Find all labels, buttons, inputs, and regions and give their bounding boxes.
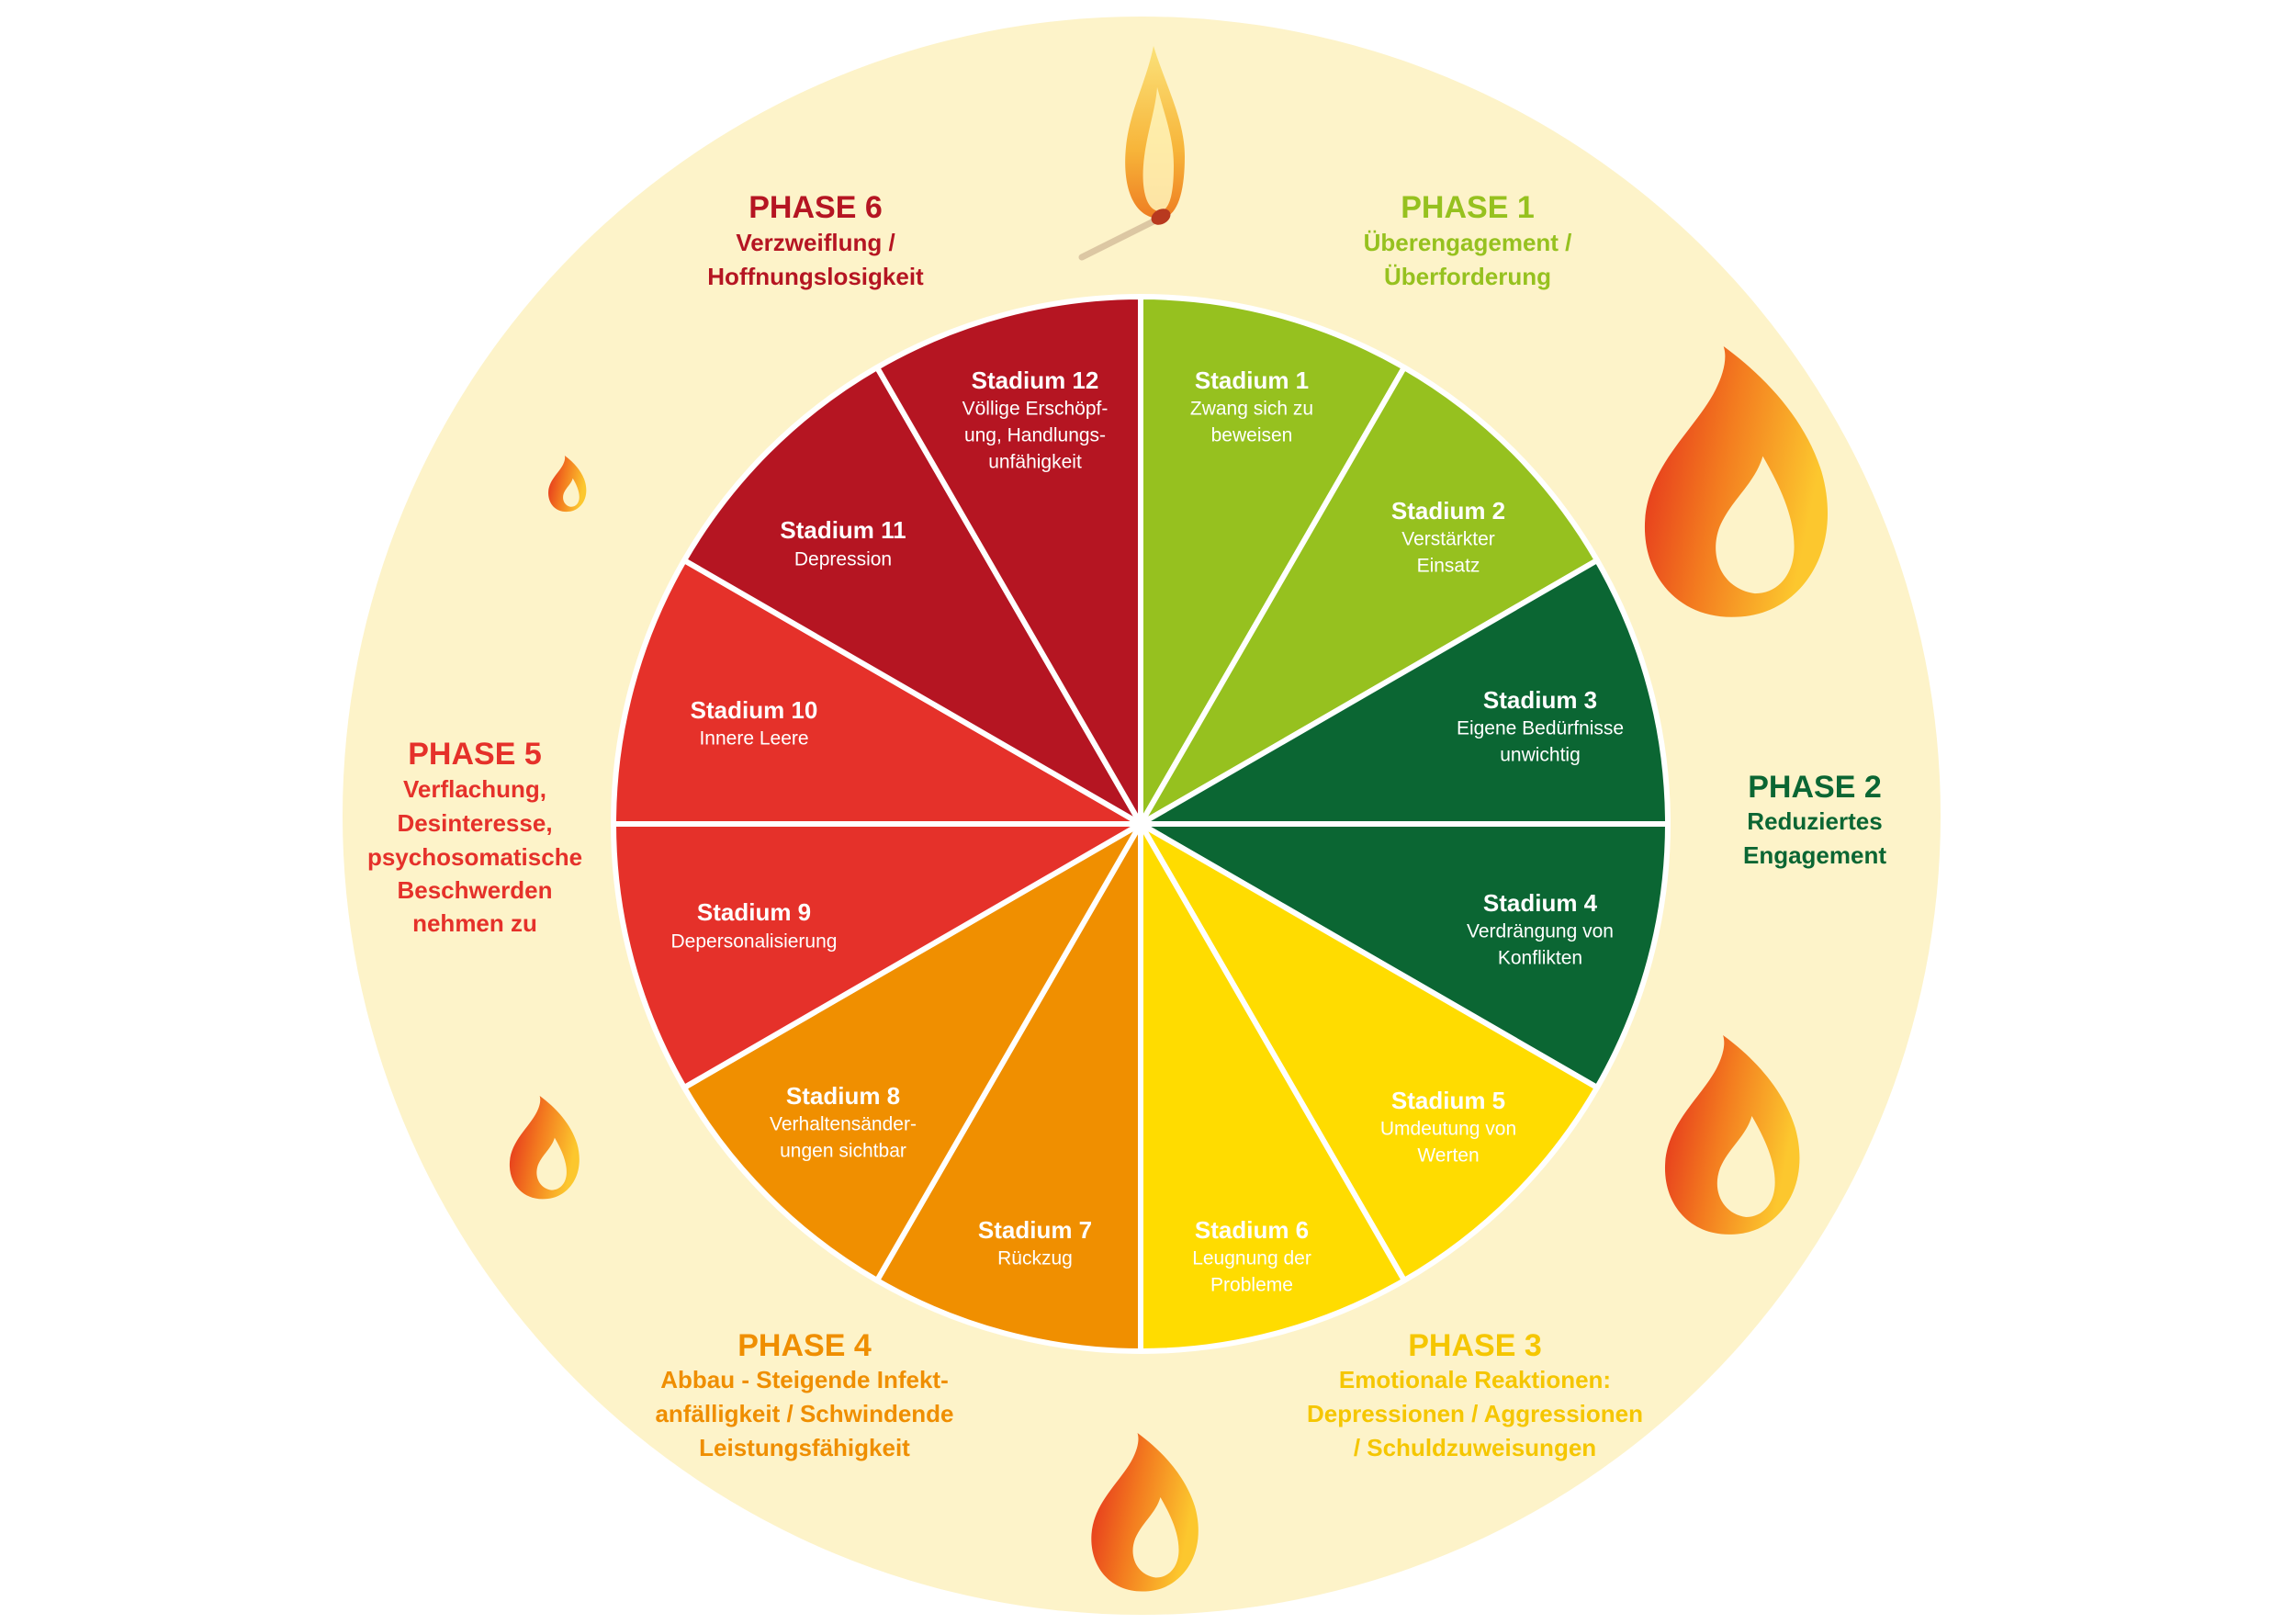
phase-5-description: Beschwerden	[397, 876, 552, 904]
stadium-4-title: Stadium 4	[1483, 889, 1598, 917]
phase-2-description: Engagement	[1743, 841, 1886, 869]
phase-4-label: PHASE 4 Abbau - Steigende Infekt- anfäll…	[655, 1328, 953, 1461]
phase-1-description: Überforderung	[1384, 263, 1551, 290]
stadium-11-description: Depression	[794, 549, 892, 570]
stadium-6-title: Stadium 6	[1195, 1216, 1309, 1244]
stadium-labels: Stadium 1 Zwang sich zu beweisen Stadium…	[671, 367, 1625, 1296]
stadium-6-slice	[1138, 821, 1407, 1354]
stadium-6-description: Probleme	[1210, 1275, 1293, 1296]
stadium-7-title: Stadium 7	[978, 1216, 1092, 1244]
phase-3-description: / Schuldzuweisungen	[1354, 1434, 1596, 1461]
stadium-3-description: Eigene Bedürfnisse	[1457, 718, 1624, 739]
stadium-4-description: Verdrängung von	[1467, 921, 1614, 942]
stadium-8-description: ungen sichtbar	[780, 1141, 906, 1162]
stadium-8-slice	[681, 821, 1143, 1283]
phase-3-description: Emotionale Reaktionen:	[1339, 1366, 1611, 1393]
phase-6-description: Hoffnungslosigkeit	[707, 263, 924, 290]
stadium-1-description: beweisen	[1211, 425, 1293, 446]
matchstick	[1078, 216, 1161, 261]
stadium-9-description: Depersonalisierung	[671, 931, 838, 953]
stadium-5-slice	[1138, 821, 1600, 1283]
wheel-center-dot	[1132, 816, 1149, 832]
stadium-12-description: Völlige Erschöpf-	[962, 399, 1109, 420]
stadium-10-slice	[611, 558, 1143, 827]
phase-4-description: anfälligkeit / Schwindende	[655, 1400, 953, 1427]
phase-5-description: Verflachung,	[403, 775, 546, 803]
stadium-2-description: Verstärkter	[1401, 529, 1495, 550]
stadium-4-slice	[1138, 821, 1671, 1090]
phase-4-title: PHASE 4	[737, 1328, 872, 1363]
phase-5-description: nehmen zu	[412, 909, 537, 937]
stadium-7-slice	[874, 821, 1143, 1354]
stadium-10-description: Innere Leere	[699, 728, 808, 750]
stadium-9-title: Stadium 9	[697, 898, 811, 926]
stadium-11-slice	[681, 365, 1143, 827]
stadium-2-slice	[1138, 365, 1600, 827]
phase-2-description: Reduziertes	[1747, 807, 1882, 835]
stadium-1-title: Stadium 1	[1195, 367, 1309, 394]
stadium-5-description: Umdeutung von	[1380, 1119, 1516, 1140]
stadium-11-title: Stadium 11	[780, 516, 906, 544]
stadium-12-description: ung, Handlungs-	[964, 425, 1106, 446]
match-flame-core	[1142, 87, 1174, 211]
phase-1-label: PHASE 1 Überengagement / Überforderung	[1364, 190, 1572, 290]
phase-5-description: Desinteresse,	[397, 809, 552, 837]
stadium-2-title: Stadium 2	[1391, 497, 1505, 524]
phase-5-title: PHASE 5	[408, 737, 542, 772]
stadium-5-description: Werten	[1417, 1145, 1479, 1167]
match-icon	[1078, 46, 1185, 261]
phase-4-description: Leistungsfähigkeit	[699, 1434, 910, 1461]
phase-6-label: PHASE 6 Verzweiflung / Hoffnungslosigkei…	[707, 190, 924, 290]
stadium-2-description: Einsatz	[1417, 556, 1480, 577]
phase-2-label: PHASE 2 Reduziertes Engagement	[1743, 770, 1886, 869]
phase-2-title: PHASE 2	[1748, 770, 1882, 805]
phase-1-title: PHASE 1	[1401, 190, 1535, 225]
stadium-12-slice	[874, 294, 1143, 827]
stadium-10-title: Stadium 10	[691, 696, 818, 724]
stadium-3-description: unwichtig	[1500, 745, 1581, 766]
match-head	[1151, 209, 1171, 225]
phase-6-description: Verzweiflung /	[736, 229, 895, 256]
stadium-7-description: Rückzug	[997, 1248, 1073, 1269]
stadium-1-description: Zwang sich zu	[1190, 399, 1313, 420]
phase-6-title: PHASE 6	[748, 190, 883, 225]
stadium-6-description: Leugnung der	[1192, 1248, 1311, 1269]
burnout-wheel	[611, 294, 1671, 1354]
stadium-9-slice	[611, 821, 1143, 1090]
phase-5-description: psychosomatische	[367, 843, 582, 871]
phase-3-title: PHASE 3	[1408, 1328, 1542, 1363]
stadium-4-description: Konflikten	[1498, 948, 1582, 969]
stadium-12-title: Stadium 12	[972, 367, 1099, 394]
phase-3-label: PHASE 3 Emotionale Reaktionen: Depressio…	[1307, 1328, 1643, 1461]
phase-1-description: Überengagement /	[1364, 229, 1572, 256]
stadium-3-title: Stadium 3	[1483, 686, 1597, 714]
stadium-3-slice	[1138, 558, 1671, 827]
phase-5-label: PHASE 5 Verflachung, Desinteresse, psych…	[367, 737, 582, 937]
stadium-12-description: unfähigkeit	[988, 452, 1082, 473]
stadium-8-description: Verhaltensänder-	[770, 1114, 917, 1135]
stadium-8-title: Stadium 8	[786, 1082, 900, 1110]
phase-4-description: Abbau - Steigende Infekt-	[660, 1366, 948, 1393]
phase-3-description: Depressionen / Aggressionen	[1307, 1400, 1643, 1427]
stadium-1-slice	[1138, 294, 1407, 827]
stadium-5-title: Stadium 5	[1391, 1087, 1505, 1114]
